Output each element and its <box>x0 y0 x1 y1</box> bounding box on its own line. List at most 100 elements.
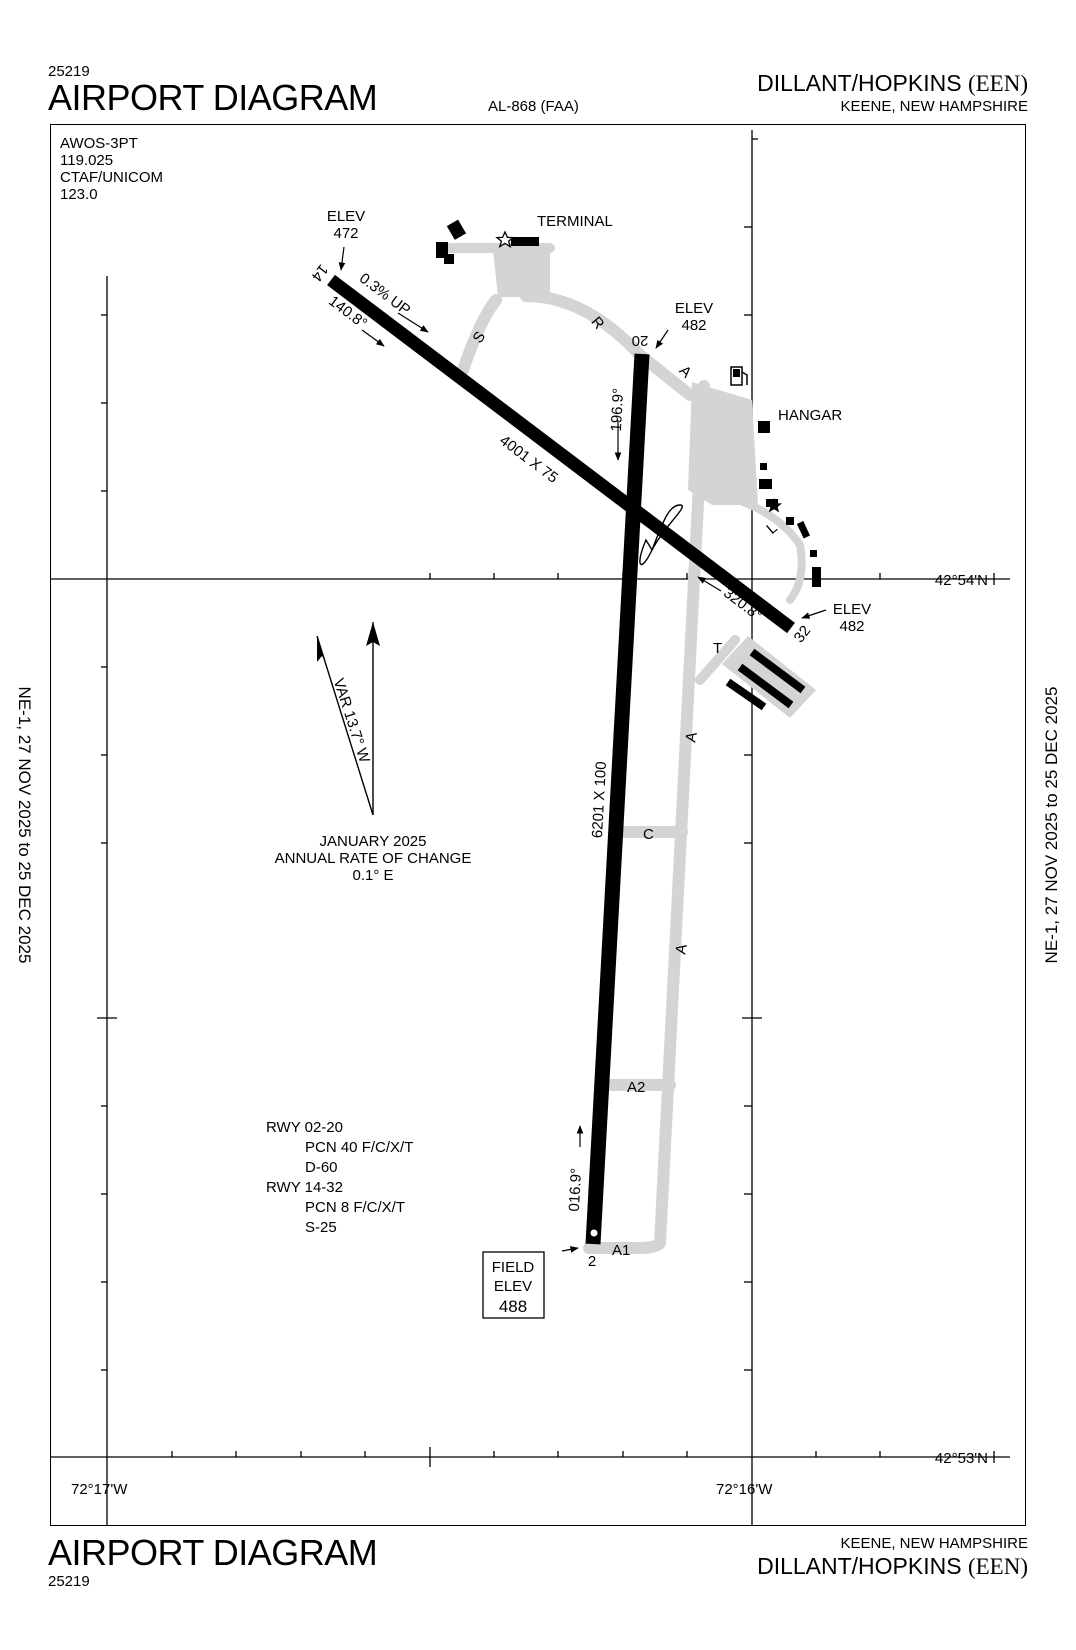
airport-name: DILLANT/HOPKINS <box>757 70 962 96</box>
chart-title: AIRPORT DIAGRAM <box>48 77 378 118</box>
pcn-rwy2-value: PCN 8 F/C/X/T <box>305 1199 405 1216</box>
comms-block: AWOS-3PT 119.025 CTAF/UNICOM 123.0 <box>60 135 163 203</box>
taxiway-network <box>445 243 806 1254</box>
footer-chart-number: 25219 <box>48 1573 90 1590</box>
taxiway-a-lower-label: A <box>672 943 690 956</box>
field-elev-value: 488 <box>499 1297 527 1316</box>
footer-airport-name-group: DILLANT/HOPKINS (EEN) <box>757 1553 1028 1580</box>
elev-14-arrow <box>338 246 346 271</box>
longitude-east: 72°16'W <box>716 1481 773 1498</box>
diagram-frame <box>50 124 1026 1526</box>
hangar-bldg-2 <box>760 463 767 470</box>
magnetic-north-arrowhead <box>317 636 325 662</box>
terminal-label: TERMINAL <box>537 213 613 230</box>
hangar-label: HANGAR <box>778 407 842 424</box>
runway-2-heading: 016.9° <box>566 1168 585 1212</box>
hangar-apron <box>688 382 758 505</box>
runway-02-20-dimensions: 6201 X 100 <box>589 761 610 839</box>
tiedown-rows <box>725 648 806 711</box>
elev-20-arrow <box>655 329 669 349</box>
taxiway-a1 <box>583 1237 666 1254</box>
slope-arrow <box>397 312 429 333</box>
heading-140-arrow <box>361 329 385 347</box>
taxiway-a2-label: A2 <box>627 1079 645 1096</box>
latitude-north: 42°54'N <box>935 572 988 589</box>
footer-city-state: KEENE, NEW HAMPSHIRE <box>840 1535 1028 1552</box>
awos-frequency: 119.025 <box>60 152 114 169</box>
magnetic-rate-label: ANNUAL RATE OF CHANGE <box>275 850 472 867</box>
terminal-apron <box>493 250 550 297</box>
airport-name-header: DILLANT/HOPKINS (EEN) <box>757 70 1028 97</box>
ctaf-label: CTAF/UNICOM <box>60 169 164 186</box>
parallel-south-ticks <box>171 1447 995 1467</box>
tiedown-apron <box>722 636 816 718</box>
runway-14-number: 14 <box>308 261 332 285</box>
awos-label: AWOS-3PT <box>60 135 138 152</box>
wind-indicator <box>639 504 683 566</box>
city-state: KEENE, NEW HAMPSHIRE <box>840 98 1028 115</box>
runway-20-number: 20 <box>632 332 649 349</box>
hangar-bldg-7 <box>810 550 817 557</box>
chart-number: 25219 <box>48 63 90 80</box>
hangar-bldg-1 <box>758 421 770 433</box>
hangar-bldg-3 <box>759 479 772 489</box>
runway-32-number: 32 <box>791 622 815 646</box>
footer-title: AIRPORT DIAGRAM <box>48 1532 378 1573</box>
footer-airport-name: DILLANT/HOPKINS <box>757 1553 962 1579</box>
footer-airport-ident: (EEN) <box>967 1554 1028 1579</box>
aprons <box>493 250 816 718</box>
elev-32-label: ELEV <box>833 601 871 618</box>
pcn-rwy1-gear: D-60 <box>305 1159 338 1176</box>
runway-14-32 <box>327 274 795 634</box>
elev-14-label: ELEV <box>327 208 365 225</box>
star-icon <box>766 498 782 513</box>
hangar-bldg-8 <box>812 567 821 587</box>
elev-14-value: 472 <box>333 225 358 242</box>
magnetic-rate-value: 0.1° E <box>352 867 393 884</box>
taxiway-t-label: T <box>713 640 722 657</box>
pcn-rwy2-gear: S-25 <box>305 1219 337 1236</box>
true-north-arrowhead <box>366 622 380 646</box>
beacon-icon <box>495 230 515 249</box>
hangar-bldg-5 <box>786 517 794 525</box>
magnetic-date: JANUARY 2025 <box>319 833 426 850</box>
longitude-west: 72°17'W <box>71 1481 128 1498</box>
field-elev-arrow <box>561 1246 579 1253</box>
pcn-rwy1: RWY 02-20 <box>266 1119 343 1136</box>
elev-20-label: ELEV <box>675 300 713 317</box>
pcn-rwy2: RWY 14-32 <box>266 1179 343 1196</box>
latitude-south: 42°53'N <box>935 1450 988 1467</box>
terminal-bldg-4 <box>511 237 539 246</box>
taxiway-l <box>734 496 806 604</box>
heading-320-arrow <box>697 576 722 592</box>
fuel-icon <box>730 366 748 386</box>
taxiway-s <box>457 294 502 376</box>
taxiway-c-label: C <box>643 826 654 843</box>
taxiway-t <box>695 635 740 685</box>
magnetic-variation: VAR 13.7° W <box>330 676 373 765</box>
taxiway-a-middle-label: A <box>682 731 700 744</box>
pcn-rwy1-value: PCN 40 F/C/X/T <box>305 1139 413 1156</box>
terminal-bldg-3 <box>446 219 467 240</box>
airport-ident: (EEN) <box>967 71 1028 96</box>
elev-20-value: 482 <box>681 317 706 334</box>
terminal-bldg-2 <box>444 254 454 264</box>
runway-2-number: 2 <box>588 1253 596 1270</box>
taxiway-r <box>520 290 696 401</box>
field-elev-box <box>482 1251 545 1319</box>
runway-2-light <box>590 1229 598 1237</box>
ctaf-frequency: 123.0 <box>60 186 98 203</box>
elev-32-arrow <box>801 609 827 619</box>
taxiway-a <box>654 380 710 1249</box>
field-elev-line2: ELEV <box>494 1278 532 1295</box>
hangar-bldg-6 <box>796 521 811 539</box>
field-elev-line1: FIELD <box>492 1259 535 1276</box>
elev-32-value: 482 <box>839 618 864 635</box>
runway-20-heading: 196.9° <box>608 388 627 432</box>
runway-02-20 <box>585 353 650 1245</box>
taxiway-a1-label: A1 <box>612 1242 630 1259</box>
procedure-id: AL-868 (FAA) <box>488 98 579 115</box>
magnetic-north-line <box>316 635 374 816</box>
meridian-west-ticks <box>97 314 117 1371</box>
